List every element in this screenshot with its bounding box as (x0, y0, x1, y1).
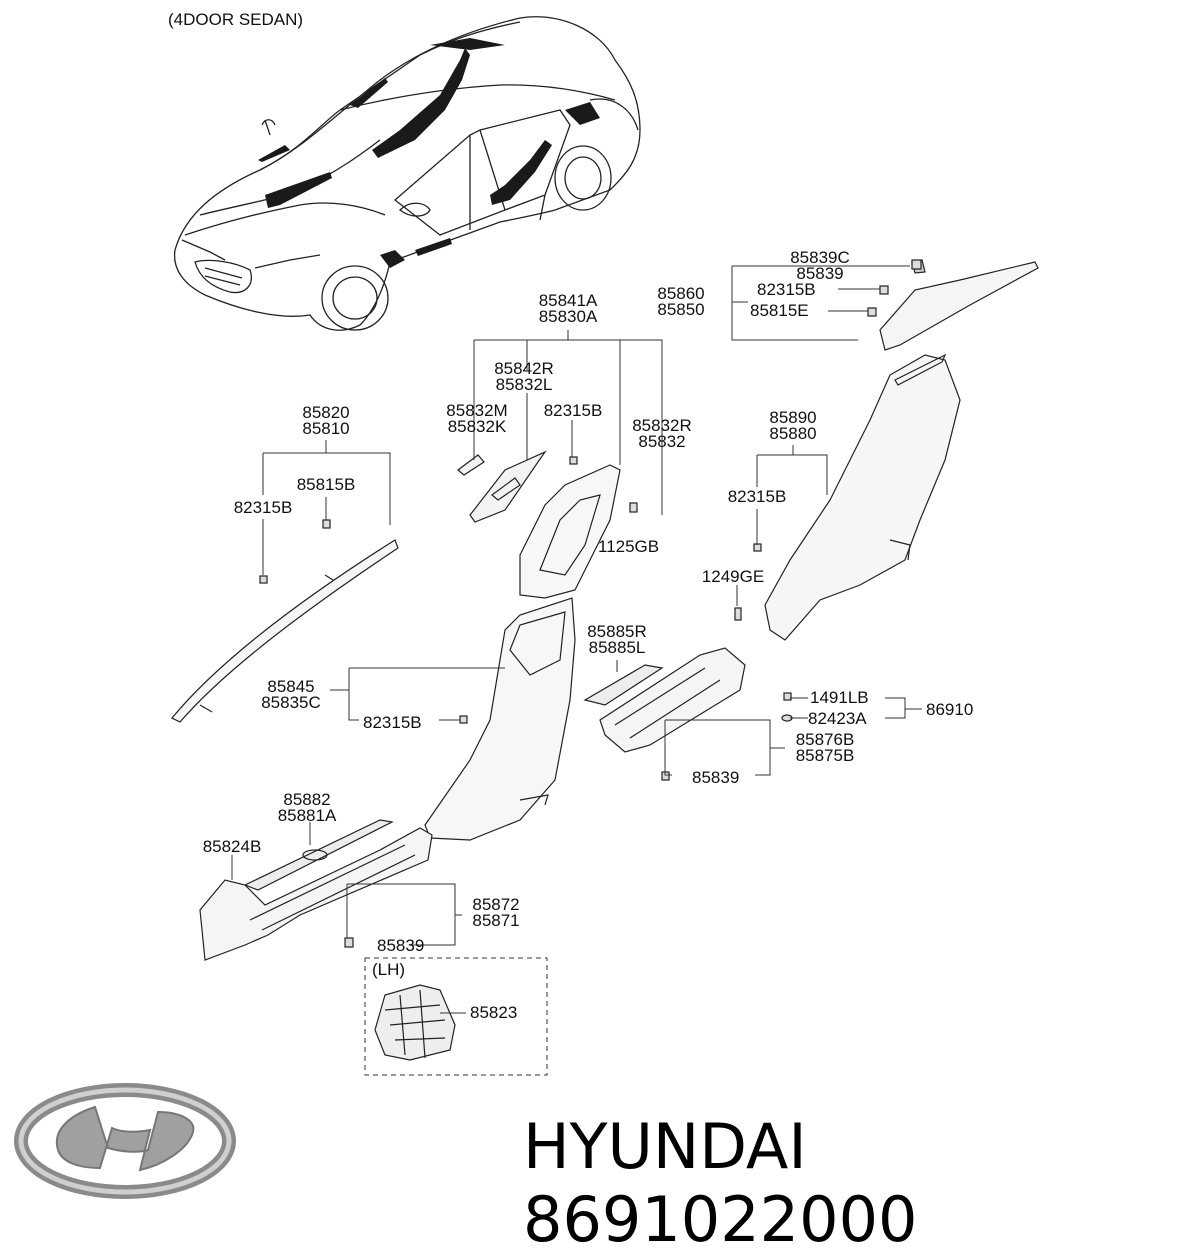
part-number: 85850 (657, 300, 705, 319)
part-number: 85815E (750, 301, 809, 320)
part-number: 85872 (472, 895, 520, 914)
part-number: 85832L (495, 375, 553, 394)
part-number: 82315B (543, 401, 603, 420)
label-85845-85835c: 85845 85835C (261, 677, 321, 712)
b-pillar-upper (519, 464, 621, 599)
part-number: 85885R (587, 622, 647, 641)
part-number: 85842R (494, 359, 554, 378)
part-number: 85830A (538, 307, 598, 326)
a-pillar-trim (171, 539, 399, 723)
part-number: 82315B (727, 487, 787, 506)
front-sill-plate (243, 819, 394, 891)
part-number: 82315B (363, 713, 422, 732)
part-number: 1491LB (810, 688, 869, 707)
rear-quarter-trim (764, 353, 961, 641)
part-number: 85885L (588, 638, 646, 657)
part-number: 85860 (657, 284, 705, 303)
part-number: 85839 (796, 264, 844, 283)
part-number: 85881A (277, 806, 337, 825)
part-number: 85820 (302, 403, 350, 422)
part-number: 86910 (926, 700, 974, 719)
part-number: 85832K (447, 417, 507, 436)
label-85839c-85839: 85839C 85839 (790, 248, 850, 283)
label-85876b-85875b: 85876B 85875B (795, 730, 855, 765)
lh-cowl-panel (374, 984, 456, 1061)
label-85841a-85830a: 85841A 85830A (538, 291, 598, 326)
lh-label: (LH) (372, 960, 406, 979)
part-number: 85832R (632, 416, 692, 435)
part-number: 85871 (472, 911, 520, 930)
label-85842r-85832l: 85842R 85832L (494, 359, 554, 394)
part-number: 85832 (638, 432, 686, 451)
part-number: 85835C (261, 693, 321, 712)
label-85832r-85832: 85832R 85832 (632, 416, 692, 451)
part-number: 82423A (808, 709, 867, 728)
part-number: 85841A (538, 291, 598, 310)
label-85832m-85832k: 85832M 85832K (446, 401, 508, 436)
parts-diagram (14, 16, 1039, 1199)
label-85890-85880: 85890 85880 (769, 408, 817, 443)
front-door-scuff (199, 827, 433, 961)
brand-part-number: HYUNDAI 8691022000 (523, 1110, 918, 1256)
part-number: 85832M (446, 401, 508, 420)
part-number: 1125GB (598, 537, 660, 556)
hyundai-logo (14, 1083, 236, 1199)
part-number: 85839C (790, 248, 850, 267)
part-number: 85824B (202, 837, 262, 856)
part-number: 85810 (302, 419, 350, 438)
part-number: 85875B (795, 746, 855, 765)
fasteners (259, 259, 922, 948)
car-illustration (173, 16, 641, 331)
lh-detail-box (364, 957, 548, 1076)
part-number: 85839 (692, 768, 740, 787)
part-number: 82315B (757, 280, 816, 299)
label-85860-85850: 85860 85850 (657, 284, 705, 319)
part-number: 85890 (769, 408, 817, 427)
part-number: 82315B (233, 498, 293, 517)
c-pillar-trim (879, 259, 1039, 351)
label-85885r-85885l: 85885R 85885L (587, 622, 647, 657)
rear-sill-plate (583, 664, 664, 706)
part-number: 85882 (283, 790, 331, 809)
part-number: 1249GE (701, 567, 765, 586)
label-85820-85810: 85820 85810 (302, 403, 350, 438)
b-pillar-lower (424, 597, 576, 841)
part-number: 85845 (267, 677, 315, 696)
label-85882-85881a: 85882 85881A (277, 790, 337, 825)
part-number: 85876B (795, 730, 855, 749)
part-number: 85880 (769, 424, 817, 443)
rear-door-scuff (599, 647, 746, 753)
variant-label: (4DOOR SEDAN) (168, 10, 304, 29)
part-number: 85823 (470, 1003, 518, 1022)
small-trim-pieces (457, 450, 547, 523)
leader-lines (231, 265, 922, 1014)
part-number: 85815B (296, 475, 356, 494)
label-85872-85871: 85872 85871 (472, 895, 520, 930)
part-number: 85839 (377, 936, 425, 955)
